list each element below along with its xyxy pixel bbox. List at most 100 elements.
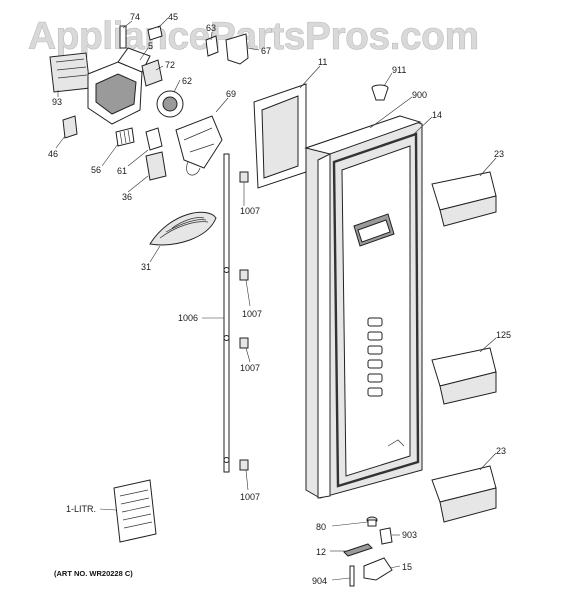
leader-15 bbox=[389, 565, 401, 569]
part-74 bbox=[119, 25, 127, 49]
callout-62: 62 bbox=[182, 76, 192, 86]
rod-stop-3 bbox=[223, 335, 230, 341]
leader-23-top bbox=[479, 157, 497, 177]
part-1007-clip-1 bbox=[239, 171, 249, 183]
leader-45 bbox=[157, 17, 169, 29]
gasket-inner-liner bbox=[341, 145, 411, 477]
leader-1007-4 bbox=[245, 469, 249, 491]
part-1006-tube bbox=[223, 153, 230, 473]
part-12 bbox=[343, 543, 373, 557]
bin-bottom-front bbox=[439, 487, 497, 523]
callout-5: 5 bbox=[148, 41, 153, 51]
part-903 bbox=[379, 527, 393, 545]
part-11-cover bbox=[253, 83, 307, 189]
liner-bump-4 bbox=[367, 359, 383, 369]
callout-67: 67 bbox=[261, 46, 271, 56]
part-63 bbox=[205, 35, 219, 57]
liner-bump-2 bbox=[367, 331, 383, 341]
part-5-housing-inner bbox=[95, 73, 137, 115]
booklet-lines bbox=[119, 489, 153, 529]
callout-45: 45 bbox=[168, 12, 178, 22]
rod-stop-2 bbox=[223, 267, 230, 273]
part-69-detail bbox=[183, 127, 215, 153]
part-31-ribs bbox=[159, 217, 209, 239]
callout-904: 904 bbox=[312, 576, 327, 586]
leader-31 bbox=[149, 245, 161, 263]
leader-1007-2 bbox=[245, 279, 251, 307]
callout-63: 63 bbox=[206, 23, 216, 33]
callout-23-top: 23 bbox=[494, 149, 504, 159]
callout-15: 15 bbox=[402, 562, 412, 572]
part-69-chute bbox=[175, 115, 223, 169]
part-1007-clip-3 bbox=[239, 337, 249, 349]
leader-5 bbox=[139, 47, 149, 61]
callout-1007-3: 1007 bbox=[240, 363, 260, 373]
callout-903: 903 bbox=[402, 530, 417, 540]
part-67 bbox=[225, 33, 249, 65]
rod-stop-4 bbox=[223, 457, 230, 463]
callout-56: 56 bbox=[91, 165, 101, 175]
leader-23-bottom bbox=[479, 452, 497, 471]
liner-bump-3 bbox=[367, 345, 383, 355]
leader-56 bbox=[101, 143, 119, 167]
callout-72: 72 bbox=[165, 60, 175, 70]
leader-36 bbox=[127, 175, 149, 193]
watermark: AppliancePartsPros.com bbox=[28, 15, 479, 58]
part-911-cap bbox=[371, 84, 389, 101]
ice-crusher-assembly bbox=[49, 25, 249, 181]
part-1007-clip-4 bbox=[239, 459, 249, 471]
part-1007-clip-2 bbox=[239, 269, 249, 281]
leader-11 bbox=[299, 65, 321, 89]
callout-36: 36 bbox=[122, 192, 132, 202]
liner-bump-5 bbox=[367, 373, 383, 383]
part-61 bbox=[145, 127, 163, 151]
leader-lines bbox=[55, 17, 497, 581]
leader-67 bbox=[247, 47, 260, 51]
part-46 bbox=[62, 115, 78, 139]
part-80-stem bbox=[367, 519, 377, 527]
leader-46 bbox=[55, 135, 66, 149]
callout-93: 93 bbox=[52, 97, 62, 107]
leader-125 bbox=[479, 337, 497, 353]
dispenser-opening bbox=[357, 219, 391, 243]
door-bin-top bbox=[431, 171, 497, 227]
literature-booklet bbox=[113, 479, 157, 543]
door-bin-middle bbox=[431, 347, 497, 405]
liner-shelf-bumps bbox=[367, 317, 383, 397]
callout-14: 14 bbox=[432, 110, 442, 120]
gasket-outer bbox=[332, 132, 420, 488]
callout-900: 900 bbox=[412, 90, 427, 100]
leader-911 bbox=[383, 72, 393, 87]
booklet-cover bbox=[113, 479, 157, 543]
part-904 bbox=[349, 565, 355, 587]
part-56-coils bbox=[119, 129, 131, 145]
liner-bump-1 bbox=[367, 317, 383, 327]
door-side-edge bbox=[317, 153, 331, 499]
callout-61: 61 bbox=[117, 166, 127, 176]
leader-63 bbox=[210, 31, 213, 41]
art-number: (ART NO. WR20228 C) bbox=[54, 569, 133, 578]
part-15 bbox=[363, 557, 393, 581]
part-1006-rod bbox=[223, 153, 249, 473]
callout-1007-1: 1007 bbox=[240, 206, 260, 216]
part-911-body bbox=[371, 87, 389, 101]
part-31-body bbox=[149, 211, 217, 246]
part-72 bbox=[141, 59, 163, 87]
callout-1006: 1006 bbox=[178, 313, 198, 323]
callout-1007-2: 1007 bbox=[242, 309, 262, 319]
bin-middle-front bbox=[439, 371, 497, 405]
callout-31: 31 bbox=[141, 262, 151, 272]
bin-top-front bbox=[439, 195, 497, 227]
leader-1007-3 bbox=[245, 347, 251, 363]
leader-62 bbox=[173, 79, 181, 93]
part-45 bbox=[147, 25, 163, 41]
leader-900 bbox=[369, 96, 413, 129]
callout-911: 911 bbox=[392, 65, 406, 75]
leader-74 bbox=[122, 20, 133, 29]
leader-69 bbox=[215, 97, 229, 113]
callout-11: 11 bbox=[318, 57, 327, 67]
callout-12: 12 bbox=[316, 547, 326, 557]
part-62-hub bbox=[162, 96, 178, 112]
callout-46: 46 bbox=[48, 149, 58, 159]
